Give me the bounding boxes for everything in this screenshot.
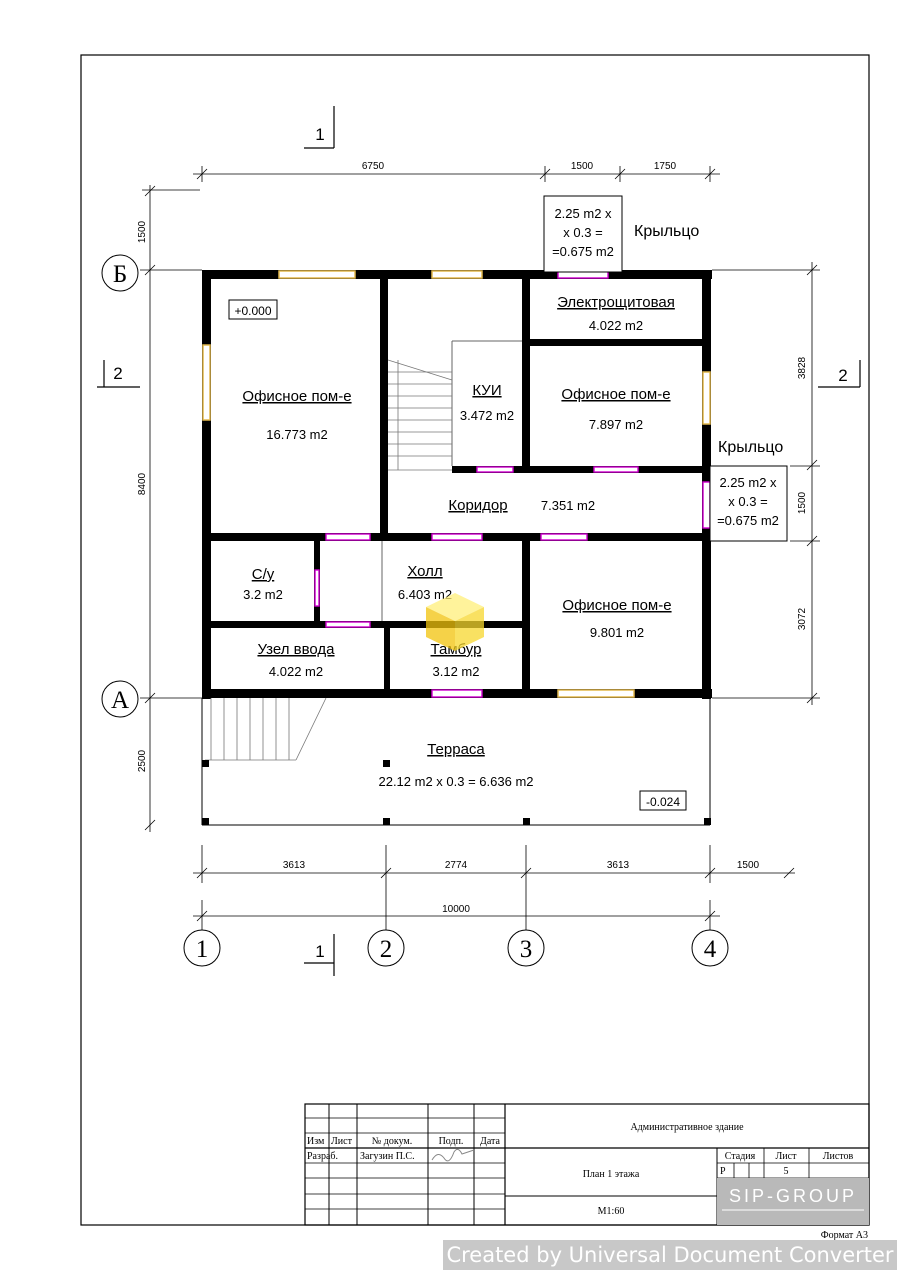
tb-stage-value: Р: [720, 1166, 726, 1177]
dim-right-1: 3828: [797, 356, 808, 379]
tb-sheet-label: Лист: [776, 1151, 798, 1162]
porch-top-calc-3: =0.675 m2: [552, 244, 614, 259]
porch-top-label: Крыльцо: [634, 223, 699, 240]
dim-top-3: 1750: [654, 161, 677, 172]
axis-1-label: 1: [196, 936, 209, 963]
section-2-left: 2: [113, 364, 122, 383]
room-kui-name: КУИ: [472, 382, 501, 399]
room-electric-name: Электрощитовая: [557, 294, 675, 311]
porch-right-label: Крыльцо: [718, 439, 783, 456]
axis-b-label: Б: [113, 261, 127, 288]
room-office-2-name: Офисное пом-е: [561, 386, 670, 403]
tb-header-list: Лист: [331, 1136, 353, 1147]
room-utility-name: Узел ввода: [257, 641, 335, 658]
terrace-name: Терраса: [427, 741, 485, 758]
tb-format: Формат А3: [821, 1230, 868, 1241]
dim-bottom-4: 1500: [737, 860, 760, 871]
section-1-bottom: 1: [315, 942, 324, 961]
porch-right-box: [709, 465, 788, 542]
axis-bubbles: [101, 254, 729, 967]
room-wc-name: С/у: [252, 566, 275, 583]
dimension-lines: [140, 166, 820, 933]
tb-sheets-label: Листов: [823, 1151, 854, 1162]
room-vestibule-area: 3.12 m2: [433, 664, 480, 679]
title-block: [304, 1103, 870, 1226]
tb-header-date: Дата: [480, 1136, 500, 1147]
room-office-1-name: Офисное пом-е: [242, 388, 351, 405]
room-office-3-area: 9.801 m2: [590, 625, 644, 640]
room-electric-area: 4.022 m2: [589, 318, 643, 333]
room-utility-area: 4.022 m2: [269, 664, 323, 679]
dim-bottom-1: 3613: [283, 860, 306, 871]
tb-project: Административное здание: [630, 1122, 744, 1133]
terrace-level-box: [639, 790, 687, 811]
room-office-2-area: 7.897 m2: [589, 417, 643, 432]
dim-left-1: 1500: [137, 220, 148, 243]
porch-top-box: [543, 195, 623, 273]
windows: [202, 270, 711, 698]
signature-mark: [431, 1148, 475, 1162]
terrace-level: -0.024: [646, 795, 680, 809]
room-corridor-area: 7.351 m2: [541, 498, 595, 513]
axis-2-label: 2: [380, 936, 393, 963]
cursor-cube-icon: [426, 593, 484, 651]
dim-left-3: 2500: [137, 749, 148, 772]
doors: [314, 270, 711, 698]
porch-right-calc-2: x 0.3 =: [728, 494, 767, 509]
dim-top-1: 6750: [362, 161, 385, 172]
dim-bottom-3: 3613: [607, 860, 630, 871]
tb-header-sign: Подп.: [439, 1136, 464, 1147]
tb-scale: М1:60: [598, 1206, 625, 1217]
logo-text: SIP-GROUP: [729, 1186, 857, 1206]
tb-header-doc: № докум.: [372, 1136, 413, 1147]
room-office-3-name: Офисное пом-е: [562, 597, 671, 614]
tb-sheet-number: 5: [784, 1166, 789, 1177]
terrace-stair: [205, 697, 327, 761]
porch-right-calc-1: 2.25 m2 x: [719, 475, 777, 490]
tb-author: Загузин П.С.: [360, 1151, 415, 1162]
axis-3-label: 3: [520, 936, 533, 963]
porch-top-calc-2: x 0.3 =: [563, 225, 602, 240]
room-hall-name: Холл: [407, 563, 442, 580]
stair-upper: [387, 359, 453, 471]
terrace-outline: [201, 698, 711, 826]
tb-header-izm: Изм: [307, 1136, 325, 1147]
tb-sheet-title: План 1 этажа: [583, 1169, 640, 1180]
floor-level-box: [228, 299, 278, 320]
dim-bottom-2: 2774: [445, 860, 468, 871]
axis-a-label: А: [111, 687, 129, 714]
section-marks: [97, 106, 861, 976]
dim-overall: 10000: [442, 904, 470, 915]
section-1-top: 1: [315, 125, 324, 144]
axis-4-label: 4: [704, 936, 717, 963]
company-logo: [717, 1178, 869, 1225]
floor-level: +0.000: [234, 304, 271, 318]
terrace-area: 22.12 m2 x 0.3 = 6.636 m2: [378, 774, 533, 789]
dim-right-3: 3072: [797, 607, 808, 630]
section-2-right: 2: [838, 366, 847, 385]
room-kui-area: 3.472 m2: [460, 408, 514, 423]
tb-stage-label: Стадия: [725, 1151, 756, 1162]
thin-partitions: [381, 340, 522, 621]
room-office-1-area: 16.773 m2: [266, 427, 327, 442]
terrace-columns: [202, 760, 711, 825]
porch-right-calc-3: =0.675 m2: [717, 513, 779, 528]
dim-left-2: 8400: [137, 472, 148, 495]
room-hall-area: 6.403 m2: [398, 587, 452, 602]
room-wc-area: 3.2 m2: [243, 587, 283, 602]
porch-top-calc-1: 2.25 m2 x: [554, 206, 612, 221]
tb-role: Разраб.: [307, 1151, 338, 1162]
dim-top-2: 1500: [571, 161, 594, 172]
room-corridor-name: Коридор: [448, 497, 507, 514]
watermark-banner: Created by Universal Document Converter: [443, 1240, 897, 1270]
dim-right-2: 1500: [797, 491, 808, 514]
